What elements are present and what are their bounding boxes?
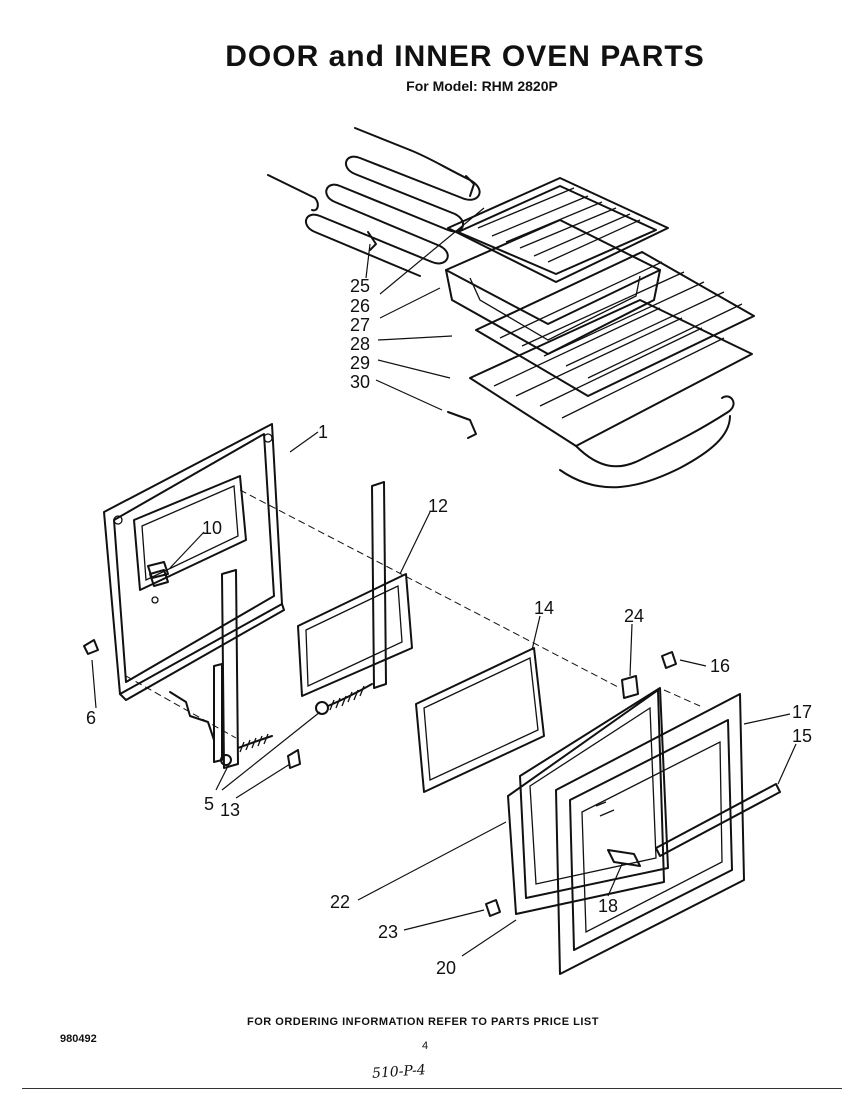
callout-17: 17 [792, 702, 812, 722]
door-bumper [661, 651, 677, 669]
callout-30: 30 [350, 372, 370, 392]
callout-18: 18 [598, 896, 618, 916]
callout-5: 5 [204, 794, 214, 814]
page-title: DOOR and INNER OVEN PARTS [225, 40, 705, 73]
callout-10: 10 [202, 518, 222, 538]
callout-29: 29 [350, 353, 370, 373]
callout-28: 28 [350, 334, 370, 354]
window-gasket [415, 647, 545, 793]
assembly-line [663, 689, 701, 707]
oven-rack-upper [475, 251, 755, 397]
window-knob [149, 569, 169, 587]
callout-14: 14 [534, 598, 554, 618]
model-subtitle: For Model: RHM 2820P [406, 78, 558, 94]
assembly-line [125, 675, 237, 739]
broil-element [267, 127, 481, 277]
callout-27: 27 [350, 315, 370, 335]
assembly-line [239, 489, 621, 689]
ordering-note: FOR ORDERING INFORMATION REFER TO PARTS … [247, 1016, 599, 1028]
callout-25: 25 [350, 276, 370, 296]
callout-12: 12 [428, 496, 448, 516]
callout-labels: 1 5 6 10 12 13 14 15 16 17 18 20 22 23 2… [86, 276, 812, 978]
door-inner-panel [103, 423, 285, 701]
inner-window-glass [297, 573, 413, 697]
rack-support [447, 411, 477, 439]
callout-20: 20 [436, 958, 456, 978]
callout-1: 1 [318, 422, 328, 442]
door-handle [655, 783, 781, 857]
callout-26: 26 [350, 296, 370, 316]
callout-16: 16 [710, 656, 730, 676]
callout-6: 6 [86, 708, 96, 728]
scan-edge-line [22, 1088, 842, 1089]
page-number: 4 [422, 1040, 429, 1052]
liner-screw [485, 899, 501, 917]
callout-24: 24 [624, 606, 644, 626]
callout-23: 23 [378, 922, 398, 942]
door-clip [83, 639, 99, 655]
door-liner [507, 687, 669, 915]
callout-13: 13 [220, 800, 240, 820]
door-bracket [621, 675, 639, 699]
oven-rack-lower [469, 299, 753, 489]
hinge-bracket [169, 691, 215, 741]
callout-22: 22 [330, 892, 350, 912]
document-number: 980492 [60, 1033, 97, 1045]
door-hinge-right [315, 481, 387, 715]
leader-lines [91, 207, 797, 957]
handle-bracket [607, 849, 641, 867]
hinge-clip [287, 749, 301, 769]
callout-15: 15 [792, 726, 812, 746]
door-hinge-left [213, 569, 273, 769]
outer-door-frame [555, 693, 745, 975]
